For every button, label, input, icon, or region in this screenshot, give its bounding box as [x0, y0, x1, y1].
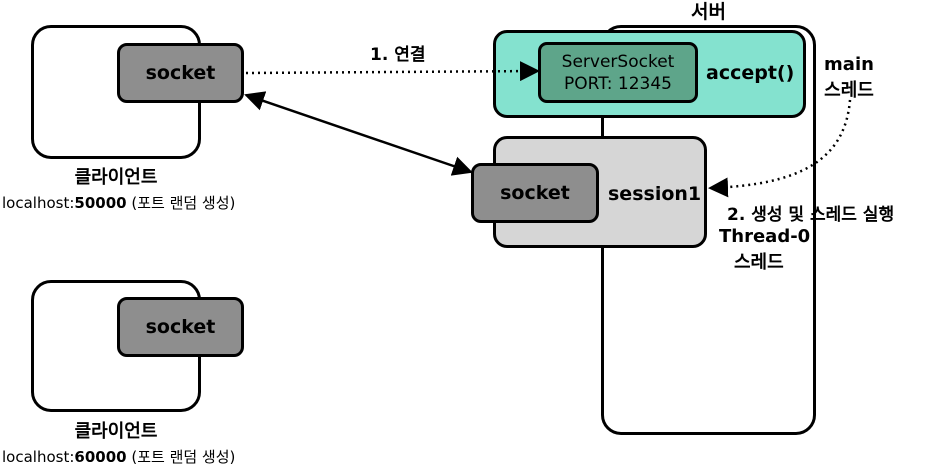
client-2-port: 60000	[74, 448, 127, 466]
client-2-host: localhost:	[2, 448, 75, 466]
session-socket: socket	[471, 163, 599, 223]
client-1-socket-label: socket	[145, 62, 216, 84]
client-1-socket: socket	[117, 43, 244, 103]
session-name: session1	[608, 183, 702, 205]
server-socket-box: ServerSocket PORT: 12345	[538, 42, 698, 103]
accept-label: accept()	[706, 62, 795, 84]
server-socket-port: PORT: 12345	[564, 73, 672, 94]
spawn-label: 2. 생성 및 스레드 실행	[727, 205, 895, 225]
server-title: 서버	[691, 1, 726, 23]
client-1-host: localhost:	[2, 194, 75, 212]
client-2-socket: socket	[117, 297, 244, 357]
client-1-port: 50000	[74, 194, 127, 212]
main-thread-suffix: 스레드	[824, 80, 874, 101]
connect-label: 1. 연결	[370, 45, 426, 65]
client-1-title: 클라이언트	[74, 167, 158, 188]
session-thread-suffix: 스레드	[734, 252, 784, 273]
client-1-note: (포트 랜덤 생성)	[126, 194, 236, 212]
connect-arrow	[245, 61, 540, 82]
client-2-title: 클라이언트	[74, 421, 158, 442]
socket-link-arrow	[244, 91, 473, 176]
server-socket-label: ServerSocket	[561, 51, 675, 72]
session-thread-name: Thread-0	[719, 226, 811, 247]
client-2-note: (포트 랜덤 생성)	[126, 448, 236, 466]
spawn-arrow	[708, 99, 852, 198]
client-1-address: localhost:50000 (포트 랜덤 생성)	[2, 192, 235, 213]
client-2-address: localhost:60000 (포트 랜덤 생성)	[2, 446, 235, 467]
main-thread-name: main	[824, 54, 874, 75]
session-socket-label: socket	[500, 182, 570, 204]
client-2-socket-label: socket	[145, 316, 216, 338]
